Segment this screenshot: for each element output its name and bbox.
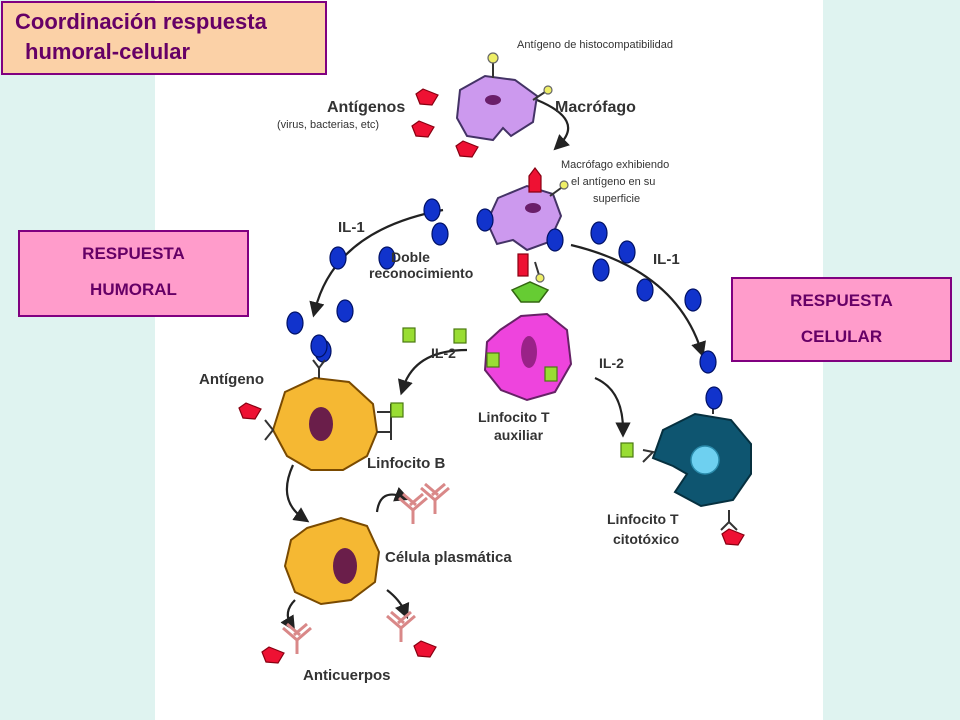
- il1-molecule: [699, 350, 717, 374]
- antigen-icon: [261, 646, 285, 664]
- il2-molecule: [453, 328, 467, 344]
- antigen-icon: [455, 140, 479, 158]
- antibody-icon: [397, 492, 429, 526]
- il1-molecule: [286, 311, 304, 335]
- humoral-line-2: HUMORAL: [90, 280, 177, 299]
- arrow-macrophage-present: [536, 98, 570, 151]
- cytotoxic-label-2: citotóxico: [613, 531, 679, 547]
- cytotoxic-t-cell: [642, 395, 752, 531]
- b-lymphocyte-cell: [264, 359, 392, 471]
- antigens-label: Antígenos: [327, 99, 405, 116]
- t-helper-cell: [483, 281, 573, 402]
- il1-molecule: [423, 198, 441, 222]
- immune-response-diagram: Antígeno de histocompatibilidad Antígeno…: [199, 39, 752, 684]
- antigen-icon: [721, 528, 745, 546]
- cytotoxic-label-1: Linfocito T: [607, 511, 679, 527]
- humoral-line-1: RESPUESTA: [82, 244, 185, 263]
- antigen-icon: [411, 120, 435, 138]
- t-helper-label-2: auxiliar: [494, 427, 544, 443]
- il2-molecule: [544, 366, 558, 382]
- antibody-icon: [385, 610, 417, 644]
- presenting-macrophage-cell: [485, 167, 569, 283]
- cellular-line-1: RESPUESTA: [790, 291, 893, 310]
- macrophage-label: Macrófago: [555, 99, 636, 116]
- exhibiting-label-1: Macrófago exhibiendo: [561, 159, 669, 171]
- title-box: Coordinación respuesta humoral-celular: [1, 1, 327, 75]
- plasma-cell: [283, 516, 381, 606]
- humoral-response-box: RESPUESTA HUMORAL: [18, 230, 249, 317]
- antigens-sub-label: (virus, bacterias, etc): [277, 119, 379, 131]
- il2-molecule: [402, 327, 416, 343]
- double-recognition-label-1: Doble: [391, 249, 430, 265]
- il1-molecule: [684, 288, 702, 312]
- arrow-antibody-release: [375, 487, 411, 513]
- b-lymphocyte-label: Linfocito B: [367, 455, 445, 472]
- il2-left-label: IL-2: [431, 345, 456, 361]
- il1-molecule: [618, 240, 636, 264]
- il2-molecule: [390, 402, 404, 418]
- antibodies-label: Anticuerpos: [303, 667, 391, 684]
- antigen-icon: [238, 402, 262, 420]
- arrow-antibody-right: [386, 589, 410, 620]
- il1-molecule: [329, 246, 347, 270]
- il1-molecule: [705, 386, 723, 410]
- title-line-1: Coordinación respuesta: [15, 9, 267, 34]
- double-recognition-label-2: reconocimiento: [369, 265, 473, 281]
- t-helper-label-1: Linfocito T: [478, 409, 550, 425]
- il1-molecule: [431, 222, 449, 246]
- antigen-label: Antígeno: [199, 371, 264, 388]
- il1-molecule: [546, 228, 564, 252]
- cellular-response-box: RESPUESTA CELULAR: [731, 277, 952, 362]
- il1-molecule: [590, 221, 608, 245]
- il2-molecule: [620, 442, 634, 458]
- macrophage-cell: [455, 52, 553, 142]
- arrow-il1-right: [570, 243, 706, 358]
- il1-molecule: [476, 208, 494, 232]
- il1-molecule: [592, 258, 610, 282]
- il1-molecule: [310, 334, 328, 358]
- exhibiting-label-3: superficie: [593, 193, 640, 205]
- il1-molecule: [636, 278, 654, 302]
- arrow-b-to-plasma: [285, 464, 310, 523]
- il2-molecule: [486, 352, 500, 368]
- il1-right-label: IL-1: [653, 251, 680, 268]
- exhibiting-label-2: el antígeno en su: [571, 176, 655, 188]
- il1-left-label: IL-1: [338, 219, 365, 236]
- histocompatibility-label: Antígeno de histocompatibilidad: [517, 39, 673, 51]
- antibody-icon: [281, 622, 313, 656]
- arrow-il1-left: [309, 208, 444, 318]
- il1-molecule: [336, 299, 354, 323]
- arrow-il2-right: [594, 376, 631, 438]
- title-line-2: humoral-celular: [25, 39, 191, 64]
- antigen-icon: [413, 640, 437, 658]
- arrow-il2-left: [397, 348, 468, 396]
- cellular-line-2: CELULAR: [800, 327, 883, 346]
- arrow-antibody-left: [280, 599, 296, 632]
- antigen-icon: [415, 88, 439, 106]
- plasma-cell-label: Célula plasmática: [385, 549, 512, 566]
- il2-right-label: IL-2: [599, 355, 624, 371]
